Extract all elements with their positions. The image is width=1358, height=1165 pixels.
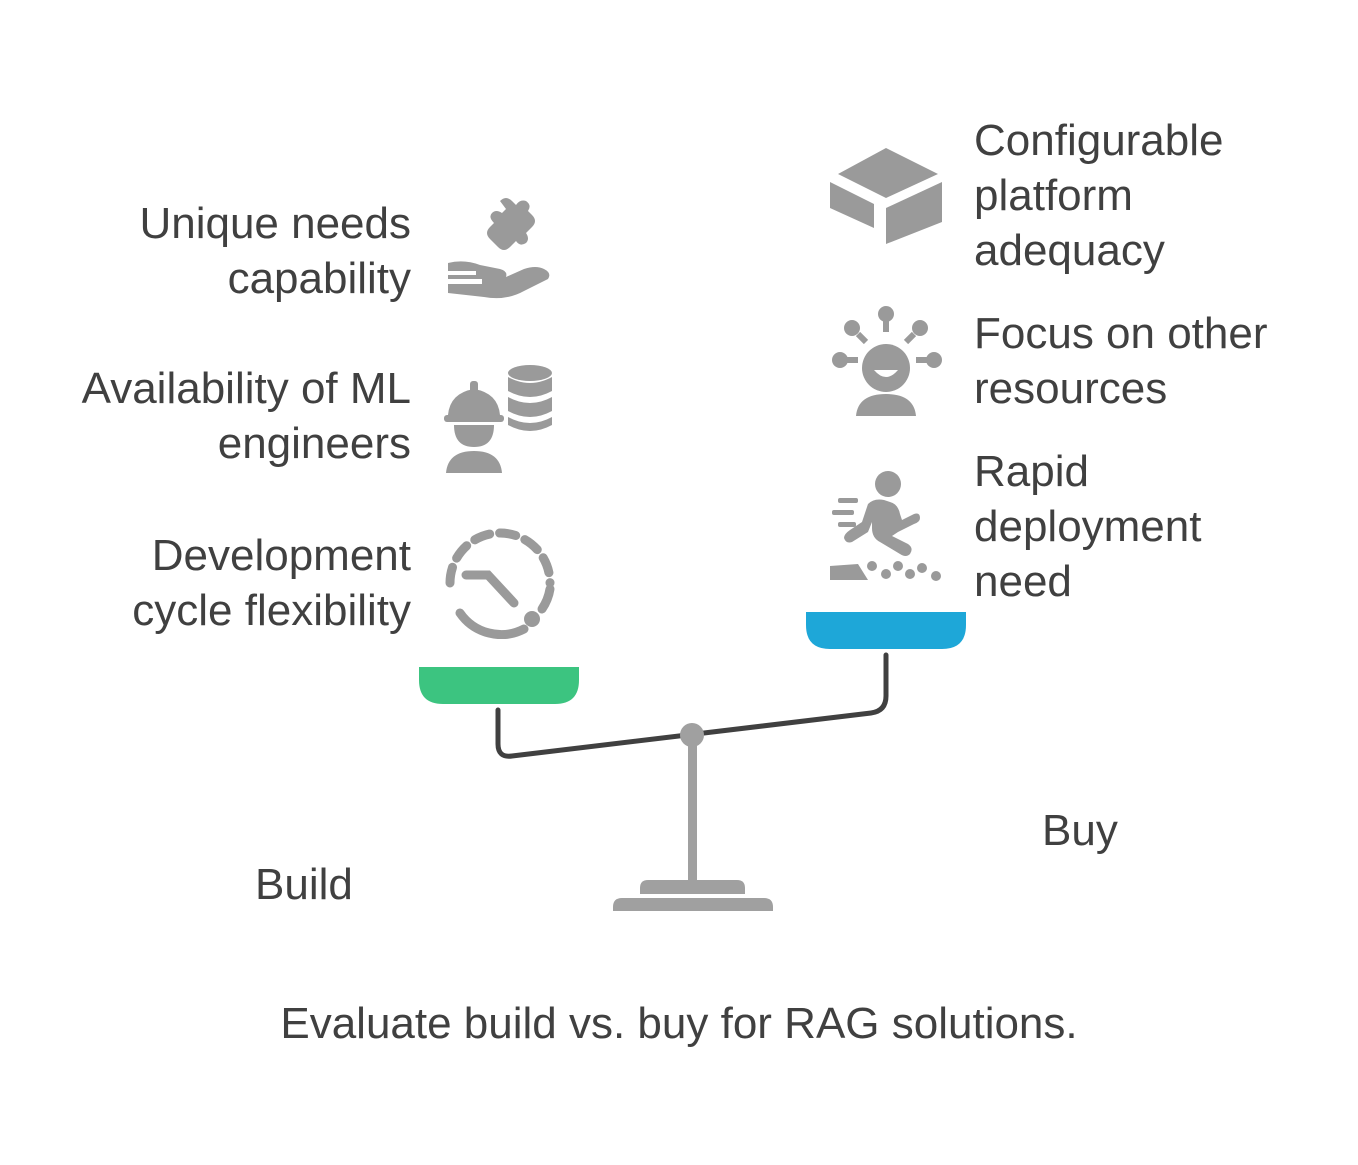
build-factor-3-label: Development cycle flexibility	[132, 531, 411, 635]
box-platform-icon	[828, 148, 944, 244]
engineer-database-icon	[444, 363, 554, 475]
build-factor-2-label: Availability of ML engineers	[81, 364, 411, 468]
build-factor-1-label: Unique needs capability	[139, 199, 411, 303]
scale-post	[688, 736, 697, 882]
buy-factor-2-label: Focus on other resources	[974, 309, 1268, 413]
diagram-caption: Evaluate build vs. buy for RAG solutions…	[280, 999, 1078, 1048]
buy-factor-3-label: Rapid deployment need	[974, 447, 1202, 606]
buy-factor-1-label: Configurable platform adequacy	[974, 116, 1224, 275]
cycle-clock-icon	[444, 527, 556, 639]
scale-base-bottom	[613, 898, 773, 911]
runner-speed-icon	[828, 470, 944, 586]
buy-label: Buy	[1042, 806, 1118, 855]
build-label: Build	[255, 860, 353, 909]
buy-pan	[806, 612, 966, 649]
build-pan	[419, 667, 579, 704]
person-network-icon	[830, 306, 944, 418]
scale-pivot	[680, 723, 704, 747]
scale-base-top	[640, 880, 745, 894]
hand-puzzle-icon	[444, 195, 554, 307]
